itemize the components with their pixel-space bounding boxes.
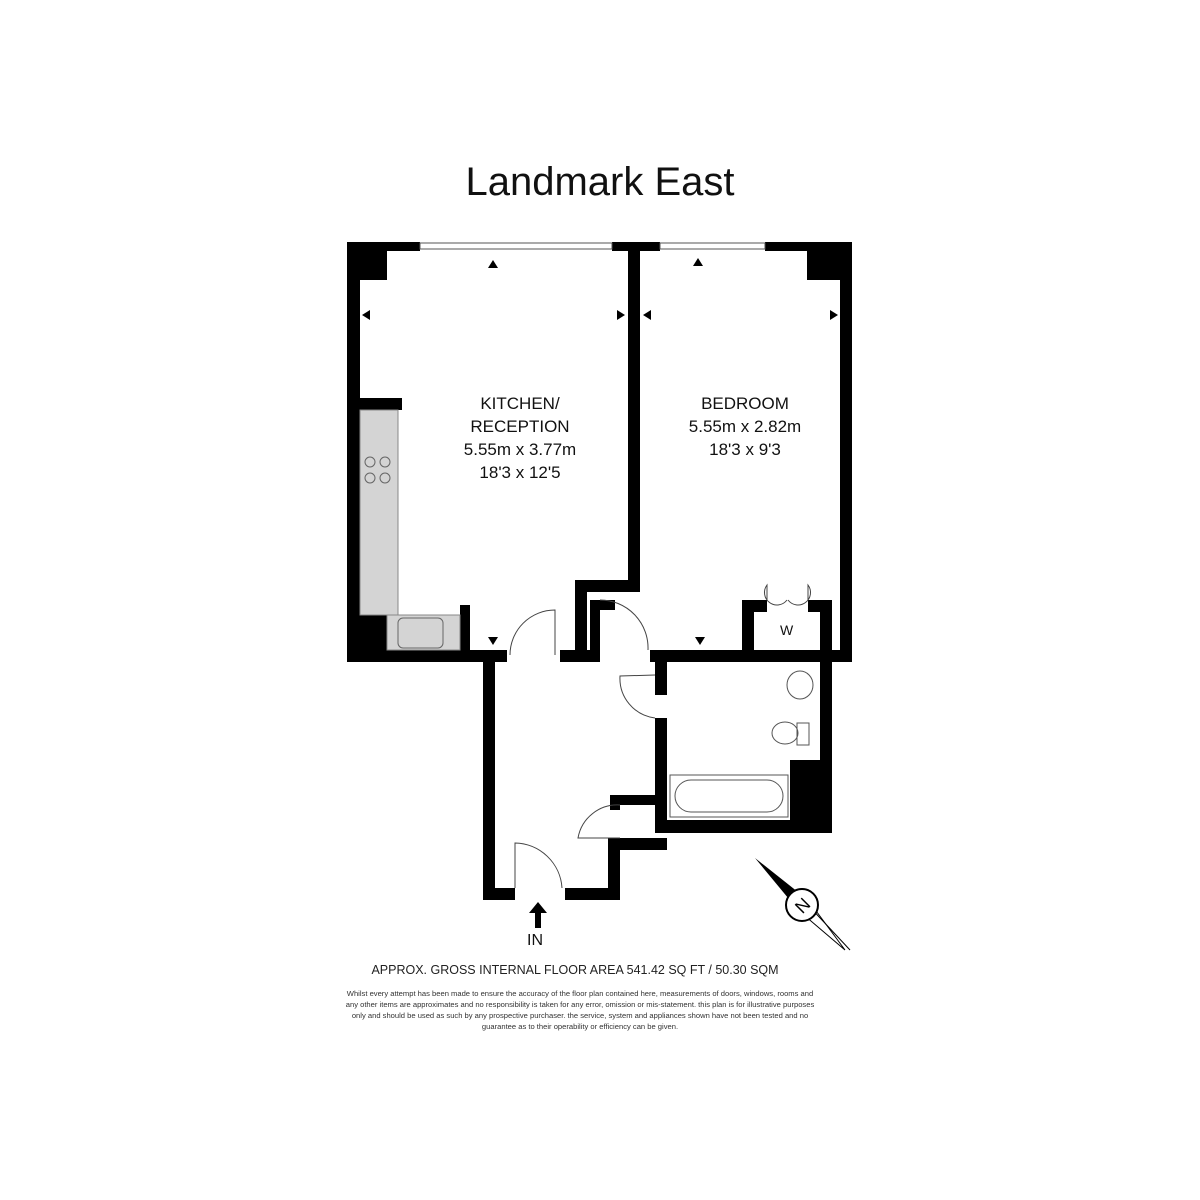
entrance-arrow-icon [529,902,547,928]
disclaimer-text: Whilst every attempt has been made to en… [345,989,815,1031]
plan-title: Landmark East [465,160,735,204]
sink-icon [397,617,444,649]
hob-icon [364,456,391,484]
kitchen-name-1: KITCHEN/ [480,394,560,413]
entrance-label: IN [527,932,543,949]
compass-icon: N [755,858,851,951]
kitchen-units [359,409,461,651]
bedroom-metric: 5.55m x 2.82m [688,417,802,436]
basin-icon [786,670,814,700]
kitchen-metric: 5.55m x 3.77m [463,440,577,459]
kitchen-imperial: 18'3 x 12'5 [479,463,561,482]
bedroom-label: BEDROOM 5.55m x 2.82m 18'3 x 9'3 [645,392,845,461]
kitchen-name-2: RECEPTION [470,417,570,436]
wardrobe-label: W [780,622,794,638]
doors [509,583,811,889]
bathroom-fittings [669,670,814,818]
kitchen-label: KITCHEN/ RECEPTION 5.55m x 3.77m 18'3 x … [420,392,620,484]
floor-area-text: APPROX. GROSS INTERNAL FLOOR AREA 541.42… [371,963,779,977]
dimension-markers [362,258,838,645]
windows [419,242,766,250]
bedroom-imperial: 18'3 x 9'3 [709,440,781,459]
bedroom-name: BEDROOM [701,394,789,413]
toilet-icon [771,721,799,745]
bath-icon [669,774,789,818]
walls [347,242,852,900]
